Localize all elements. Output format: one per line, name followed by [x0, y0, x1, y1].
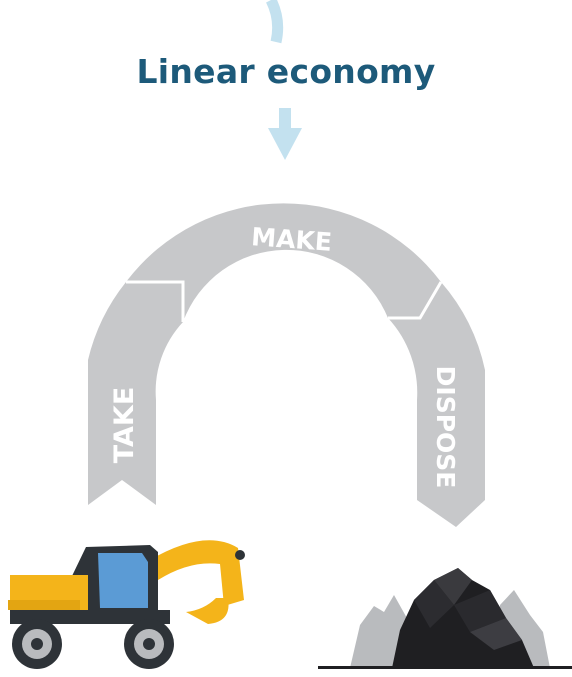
- dispose-label: DISPOSE: [431, 366, 460, 489]
- make-label: MAKE: [250, 222, 333, 257]
- waste-pile-icon: [318, 568, 572, 669]
- diagram-title: Linear economy: [136, 52, 436, 91]
- take-label: TAKE: [109, 387, 140, 464]
- make-segment: [126, 203, 441, 322]
- excavator-icon: [8, 540, 245, 669]
- linear-arch: [88, 203, 485, 527]
- dispose-segment: [388, 282, 485, 527]
- down-arrow-icon: [266, 0, 302, 160]
- take-segment: [88, 282, 183, 505]
